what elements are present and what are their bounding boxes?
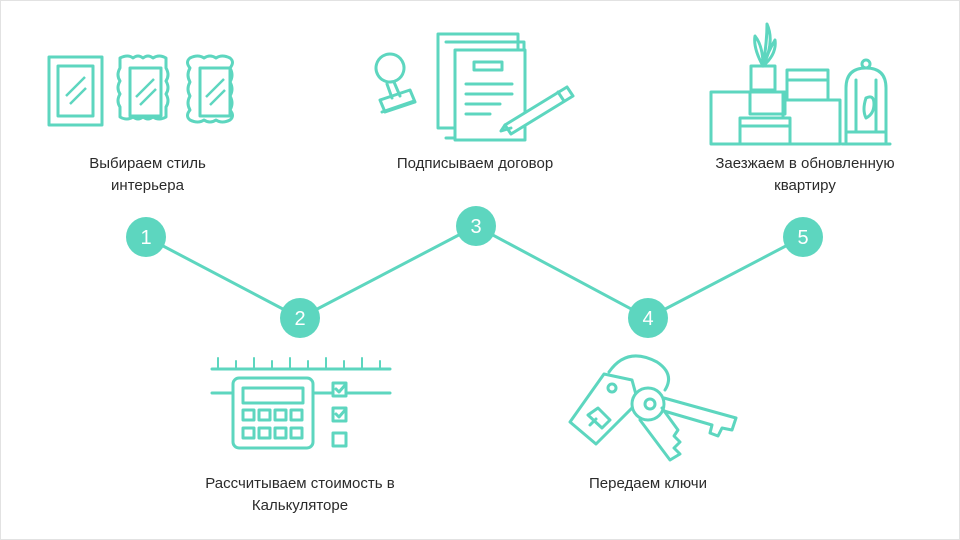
- step-number-5: 5: [797, 227, 808, 249]
- step-marker-3: 3: [456, 206, 496, 246]
- step-marker-1: 1: [126, 217, 166, 257]
- step-label-5: Заезжаем в обновленную квартиру: [715, 155, 895, 194]
- moving-boxes-icon: [709, 22, 892, 146]
- keys-icon: [568, 354, 738, 462]
- calculator-checklist-icon: [210, 357, 392, 450]
- step-label-1: Выбираем стиль интерьера: [89, 155, 206, 194]
- step-marker-4: 4: [628, 298, 668, 338]
- step-number-4: 4: [642, 308, 653, 330]
- step-label-4: Передаем ключи: [589, 475, 707, 492]
- step-number-1: 1: [140, 227, 151, 249]
- step-marker-2: 2: [280, 298, 320, 338]
- picture-frames-icon: [47, 54, 234, 127]
- step-number-2: 2: [294, 308, 305, 330]
- contract-stamp-icon: [374, 32, 575, 142]
- step-label-2: Рассчитываем стоимость в Калькуляторе: [205, 475, 395, 514]
- step-marker-5: 5: [783, 217, 823, 257]
- step-number-3: 3: [470, 216, 481, 238]
- step-label-3: Подписываем договор: [396, 155, 554, 172]
